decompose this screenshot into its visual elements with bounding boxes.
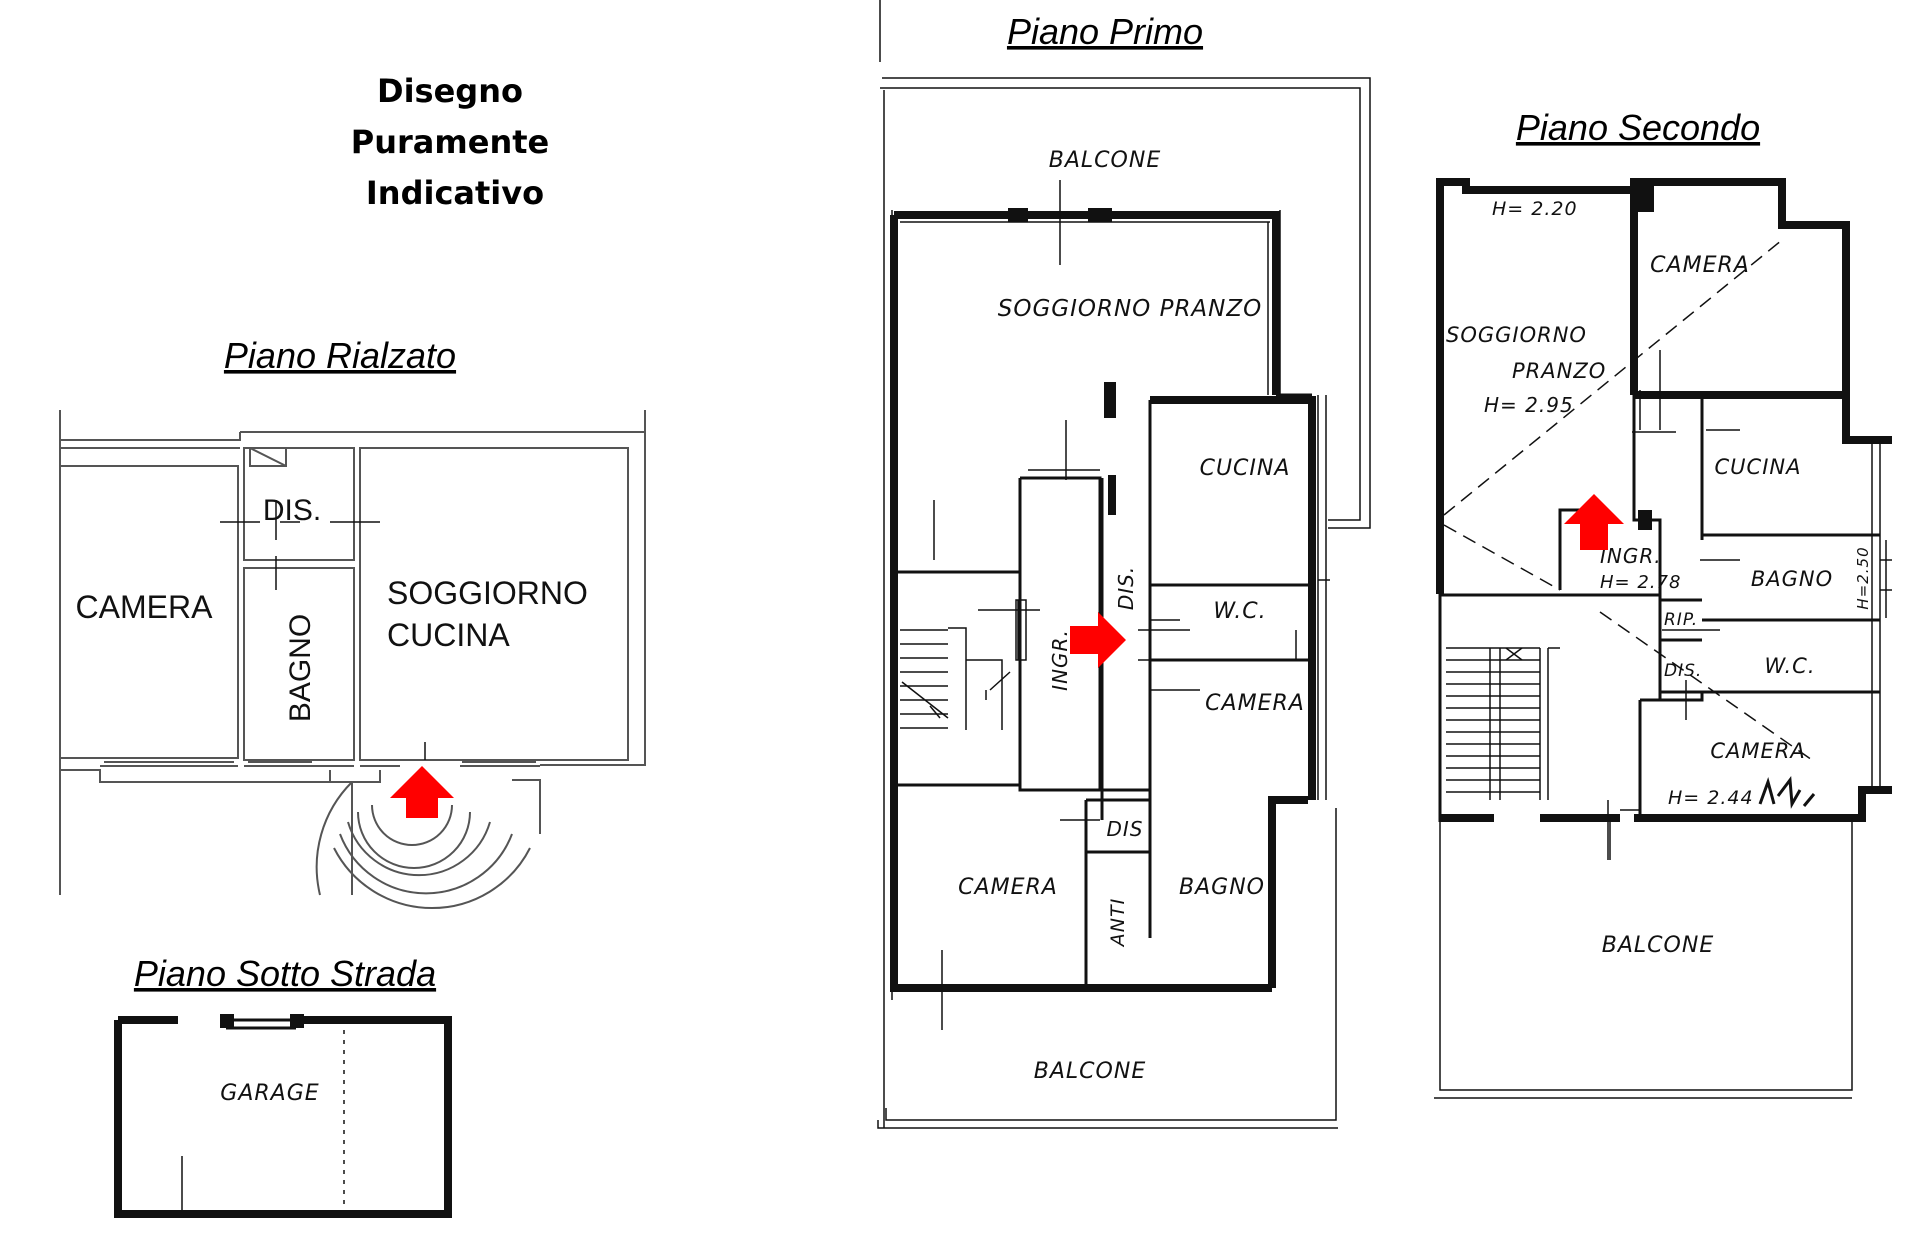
room-label-dis: DIS. — [263, 494, 321, 527]
label-camera-bottom: CAMERA — [1710, 739, 1805, 763]
plan-piano-sotto-strada: GARAGE — [114, 1014, 452, 1218]
signature-mark — [1758, 775, 1816, 809]
label-h-278: H= 2.78 — [1600, 572, 1681, 593]
plan-piano-primo: BALCONE SOGGIORNO PRANZO CUCINA DIS. ING… — [877, 0, 1371, 1129]
room-label-bagno: BAGNO — [284, 614, 317, 722]
title-piano-sotto-strada: Piano Sotto Strada — [134, 953, 436, 994]
note-line-3: Indicativo — [366, 174, 544, 212]
room-label-camera: CAMERA — [76, 589, 214, 625]
label-dis-small: DIS — [1107, 817, 1144, 841]
label-cucina: CUCINA — [1715, 455, 1802, 479]
plan-piano-rialzato: CAMERA DIS. BAGNO SOGGIORNO CUCINA — [59, 410, 646, 910]
label-pranzo: PRANZO — [1512, 359, 1606, 383]
note-line-2: Puramente — [351, 123, 549, 161]
label-h-295: H= 2.95 — [1484, 393, 1574, 417]
label-ingr: INGR. — [1600, 544, 1662, 568]
label-anti: ANTI — [1107, 898, 1129, 948]
label-ingr: INGR. — [1048, 629, 1072, 691]
label-balcone-bottom: BALCONE — [1034, 1059, 1146, 1084]
label-h-220: H= 2.20 — [1492, 198, 1578, 220]
label-balcone: BALCONE — [1602, 933, 1714, 958]
room-label-garage: GARAGE — [220, 1081, 319, 1106]
note-line-1: Disegno — [377, 72, 523, 110]
label-camera-right: CAMERA — [1205, 691, 1305, 716]
label-soggiorno: SOGGIORNO — [1446, 323, 1587, 347]
title-piano-rialzato: Piano Rialzato — [224, 335, 456, 376]
label-rip: RIP. — [1664, 610, 1698, 630]
label-h-250: H=2.50 — [1854, 546, 1872, 609]
plan-piano-secondo: H= 2.20 CAMERA SOGGIORNO PRANZO H= 2.95 … — [1434, 178, 1892, 1099]
entrance-arrow-icon — [1070, 612, 1126, 668]
label-cucina: CUCINA — [1200, 456, 1291, 481]
room-label-soggiorno: SOGGIORNO — [387, 575, 588, 611]
room-label-cucina: CUCINA — [387, 617, 510, 653]
label-balcone-top: BALCONE — [1049, 148, 1161, 173]
label-wc: W.C. — [1213, 599, 1266, 624]
title-piano-primo: Piano Primo — [1007, 11, 1203, 52]
entrance-arrow-icon — [390, 766, 454, 818]
entrance-arrow-icon — [1564, 494, 1624, 550]
disclaimer-note: Disegno Puramente Indicativo — [351, 72, 549, 212]
title-piano-secondo: Piano Secondo — [1516, 107, 1760, 148]
label-camera-top: CAMERA — [1650, 253, 1750, 278]
label-bagno: BAGNO — [1751, 567, 1833, 591]
label-h-244: H= 2.44 — [1668, 787, 1754, 809]
label-dis: DIS. — [1664, 661, 1702, 681]
label-dis: DIS. — [1114, 566, 1138, 610]
label-camera-bottom: CAMERA — [958, 875, 1058, 900]
label-wc: W.C. — [1764, 654, 1815, 678]
label-soggiorno-pranzo: SOGGIORNO PRANZO — [998, 296, 1263, 322]
label-bagno: BAGNO — [1179, 875, 1265, 900]
